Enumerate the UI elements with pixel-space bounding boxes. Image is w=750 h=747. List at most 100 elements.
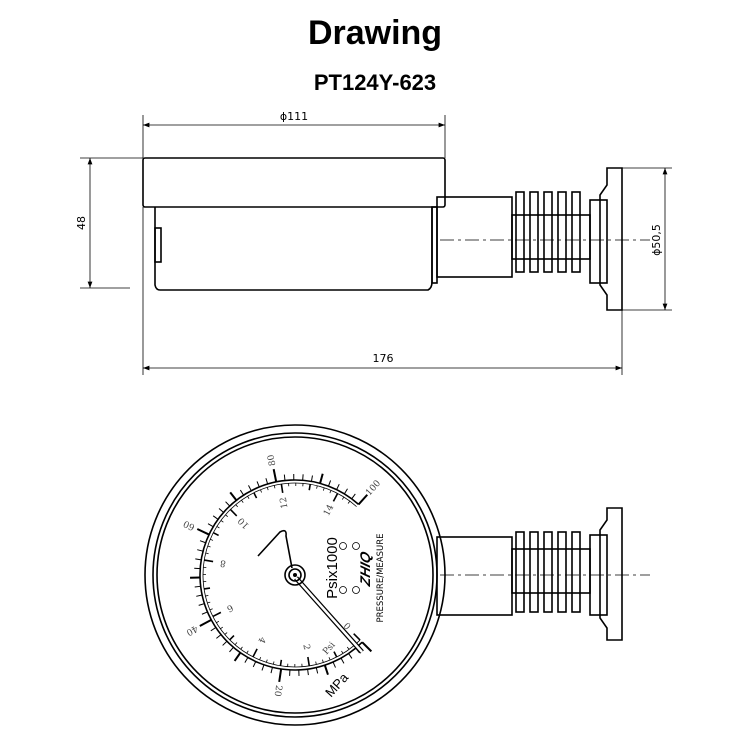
outer-tick <box>310 475 313 482</box>
outer-tick <box>197 549 204 552</box>
multiplier-label: Psix1000 <box>324 537 341 599</box>
outer-tick <box>216 634 222 639</box>
outer-tick <box>199 540 206 544</box>
outer-tick <box>199 619 212 627</box>
outer-tick <box>229 491 238 501</box>
inner-tick <box>203 587 211 590</box>
inner-tick <box>229 635 235 641</box>
outer-tick <box>256 481 260 488</box>
outer-tick <box>351 493 356 500</box>
dim-length: 176 <box>373 352 394 365</box>
outer-tick <box>357 494 369 506</box>
inner-tick <box>246 650 249 654</box>
case-body <box>154 207 433 291</box>
outer-tick <box>229 646 234 653</box>
tagline: PRESSURE/MEASURE <box>376 534 386 623</box>
needle-hub <box>284 564 306 586</box>
inner-scale-label: 2 <box>300 644 311 651</box>
fin <box>543 191 553 273</box>
outer-tick <box>265 478 269 485</box>
inner-tick <box>346 646 350 650</box>
inner-scale-label: 8 <box>219 557 227 568</box>
dim-diameter: ϕ111 <box>280 110 308 123</box>
inner-tick <box>210 538 214 541</box>
outer-tick <box>198 603 205 606</box>
inner-tick <box>204 559 214 563</box>
inner-tick <box>241 499 244 503</box>
fin <box>515 191 525 273</box>
inner-tick <box>220 520 224 523</box>
fin <box>515 531 525 613</box>
inner-tick <box>224 632 228 635</box>
inner-scale-label: 0 <box>341 621 352 632</box>
inner-tick <box>247 495 250 499</box>
scale-arc <box>199 479 363 671</box>
inner-tick <box>209 608 213 611</box>
inner-tick <box>205 594 209 597</box>
inner-tick <box>341 496 345 500</box>
fin <box>529 531 539 613</box>
outer-tick <box>212 515 219 520</box>
cooling-fins <box>511 191 591 273</box>
page-title: Drawing <box>307 14 443 52</box>
inner-tick <box>259 656 262 661</box>
inner-scale-label: 10 <box>236 515 251 530</box>
brand-logo: ZHIQ <box>358 550 374 589</box>
clamp-flange <box>599 167 623 311</box>
outer-tick <box>233 652 242 662</box>
side-view: ϕ111 48 176 ϕ50,5 <box>75 110 672 375</box>
fin <box>557 191 567 273</box>
needle-tail <box>257 529 293 569</box>
inner-tick <box>329 490 332 494</box>
outer-tick <box>343 488 348 495</box>
outer-tick <box>307 669 309 676</box>
outer-tick <box>336 483 340 490</box>
outer-tick <box>201 611 208 615</box>
inner-tick <box>279 659 283 666</box>
inner-tick <box>266 487 269 491</box>
inner-tick <box>322 659 324 663</box>
outer-tick <box>194 585 201 588</box>
inner-tick <box>212 532 219 537</box>
inner-scale-label: 14 <box>322 503 336 518</box>
model-number: PT124Y-623 <box>313 70 437 95</box>
outer-tick <box>218 508 224 513</box>
inner-tick <box>328 657 331 661</box>
inner-tick <box>307 656 311 667</box>
inner-tick <box>272 661 275 665</box>
inner-tick <box>322 487 325 491</box>
outer-tick <box>261 664 265 671</box>
outer-tick <box>225 501 231 507</box>
outer-tick <box>222 640 228 646</box>
bezel <box>142 157 446 208</box>
inner-tick <box>229 508 238 517</box>
outer-scale-label: 80 <box>266 453 278 466</box>
fin <box>571 531 581 613</box>
outer-tick <box>239 489 245 496</box>
inner-tick <box>212 611 222 618</box>
fin <box>571 191 581 273</box>
outer-tick <box>270 667 273 674</box>
side-plug <box>154 227 162 263</box>
inner-tick <box>225 514 228 518</box>
inner-tick <box>216 526 220 529</box>
clamp-flange <box>599 507 623 641</box>
inner-tick <box>347 500 351 504</box>
inner-tick <box>240 646 243 650</box>
outer-tick <box>252 661 257 668</box>
fin <box>557 531 567 613</box>
inner-tick <box>316 485 318 489</box>
cooling-fins <box>511 531 591 613</box>
stem <box>436 536 513 616</box>
outer-scale-label: 40 <box>184 623 199 637</box>
inner-scale-label: 12 <box>279 496 291 509</box>
inner-tick <box>235 504 238 508</box>
fin <box>529 191 539 273</box>
outer-scale-label: 60 <box>182 518 197 532</box>
inner-scale-label: 6 <box>225 602 235 614</box>
inner-tick <box>341 650 344 654</box>
outer-tick <box>319 473 324 484</box>
outer-tick <box>340 657 345 664</box>
